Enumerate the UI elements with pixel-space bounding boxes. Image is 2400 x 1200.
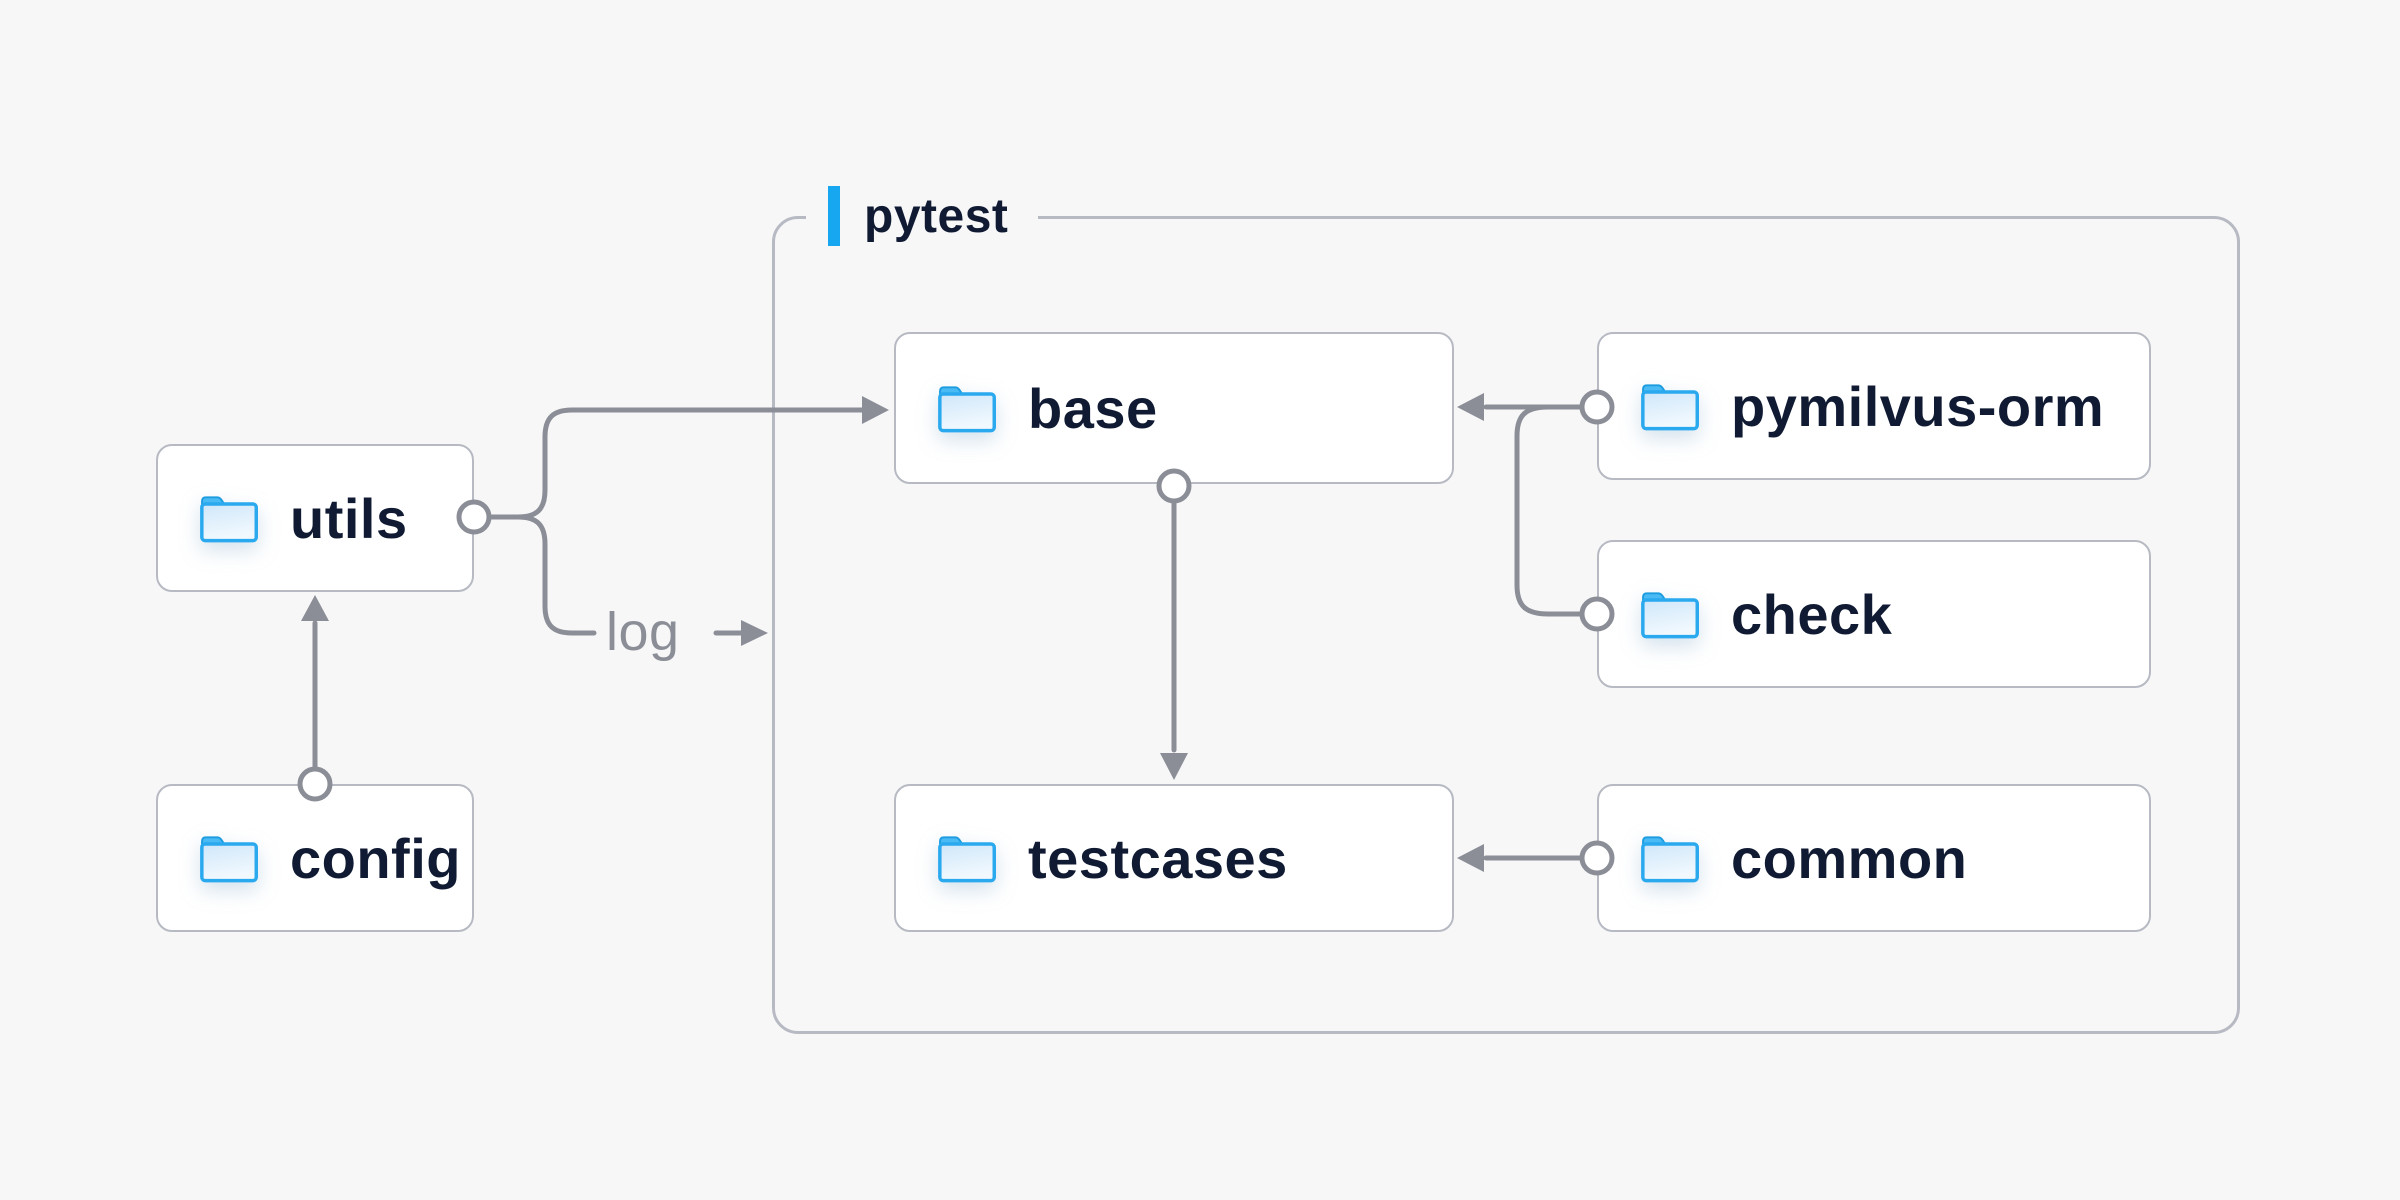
folder-icon xyxy=(1639,380,1701,432)
accent-bar xyxy=(828,186,840,246)
node-base-label: base xyxy=(1028,376,1158,440)
node-common-label: common xyxy=(1731,826,1968,890)
node-testcases: testcases xyxy=(894,784,1454,932)
log-arrow xyxy=(713,620,768,646)
node-common: common xyxy=(1597,784,2151,932)
folder-icon xyxy=(936,382,998,434)
pytest-group-label-text: pytest xyxy=(864,189,1009,243)
node-utils-label: utils xyxy=(290,486,408,550)
edge-label-log: log xyxy=(606,602,680,662)
node-utils: utils xyxy=(156,444,474,592)
node-testcases-label: testcases xyxy=(1028,826,1288,890)
node-pymilvus-orm-label: pymilvus-orm xyxy=(1731,374,2105,438)
node-base: base xyxy=(894,332,1454,484)
folder-icon xyxy=(936,832,998,884)
node-pymilvus-orm: pymilvus-orm xyxy=(1597,332,2151,480)
folder-icon xyxy=(1639,588,1701,640)
edge-config-to-utils xyxy=(297,595,333,802)
folder-icon xyxy=(198,492,260,544)
node-check-label: check xyxy=(1731,582,1893,646)
pytest-group-container xyxy=(772,216,2240,1034)
node-config-label: config xyxy=(290,826,461,890)
folder-icon xyxy=(1639,832,1701,884)
folder-icon xyxy=(198,832,260,884)
node-check: check xyxy=(1597,540,2151,688)
pytest-group-label: pytest xyxy=(806,184,1039,248)
node-config: config xyxy=(156,784,474,932)
